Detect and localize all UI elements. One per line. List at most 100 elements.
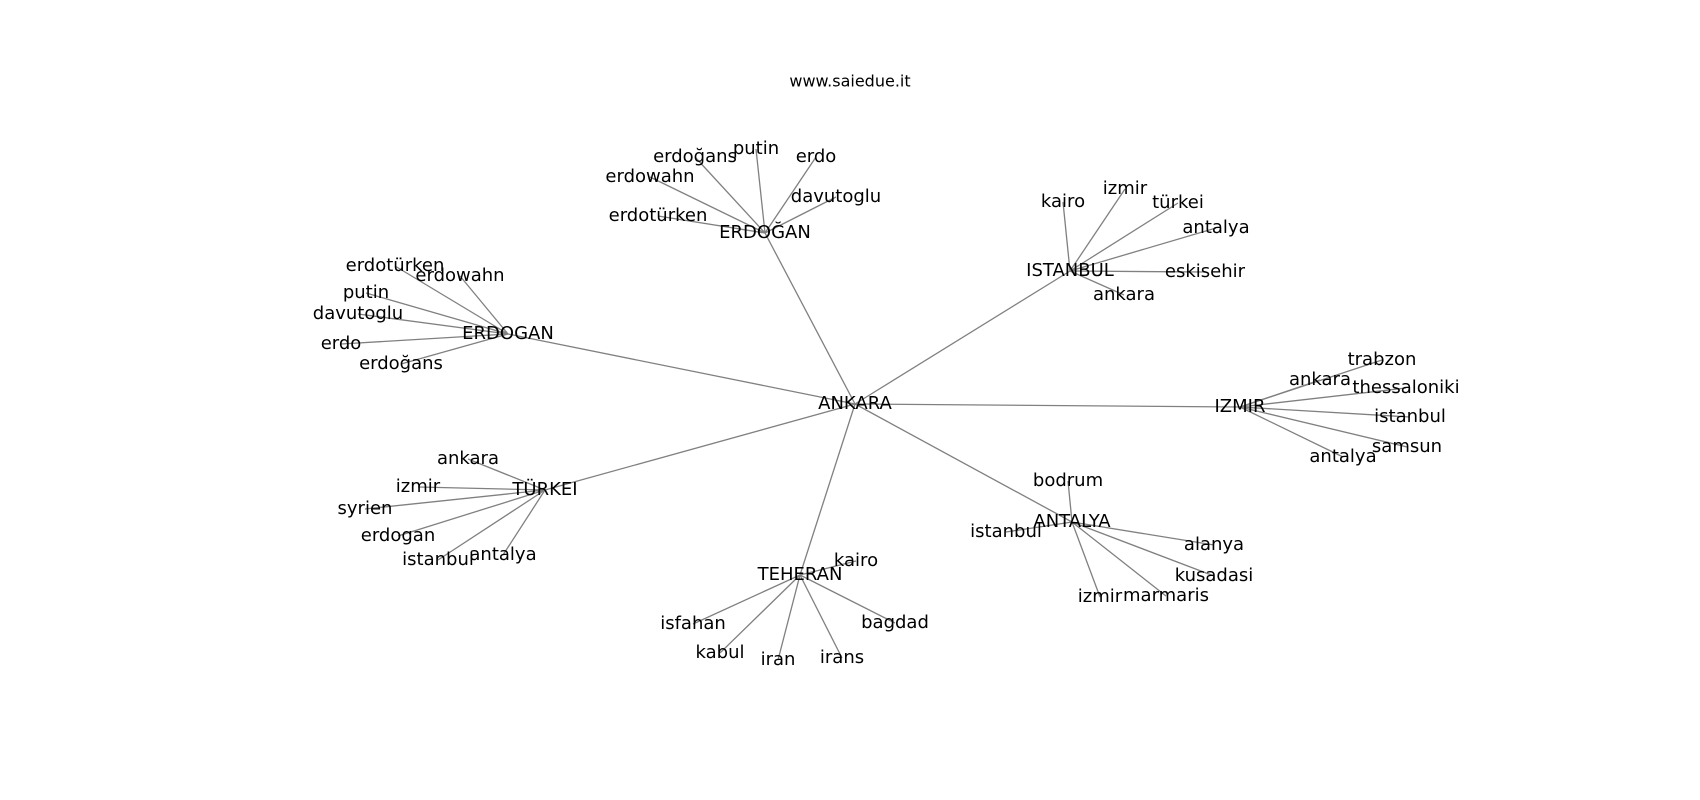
leaf-node-label: syrien — [338, 498, 393, 519]
edge-hub-leaf — [502, 489, 546, 556]
edge-hub-leaf — [657, 215, 766, 234]
site-title: www.saiedue.it — [789, 72, 910, 91]
leaf-node-label: trabzon — [1348, 349, 1417, 370]
edge-hub-leaf — [437, 489, 546, 561]
edge-hub-leaf — [764, 156, 817, 234]
leaf-node-label: ankara — [437, 448, 499, 469]
leaf-node-label: kusadasi — [1175, 565, 1254, 586]
leaf-node-label: kairo — [834, 550, 878, 571]
edge-root-hub — [764, 232, 856, 405]
edge-hub-leaf — [459, 275, 509, 335]
hub-node-label: ERDOGAN — [462, 323, 554, 344]
edge-hub-leaf — [1071, 521, 1101, 598]
leaf-node-label: erdo — [796, 146, 837, 167]
edge-hub-leaf — [394, 265, 509, 335]
leaf-node-label: alanya — [1184, 534, 1244, 555]
edge-hub-leaf — [755, 148, 766, 234]
edge-hub-leaf — [649, 176, 766, 234]
leaf-node-label: izmir — [396, 476, 441, 497]
edge-hub-leaf — [365, 292, 509, 335]
leaf-node-label: antalya — [1309, 446, 1376, 467]
edge-root-hub — [854, 403, 1241, 408]
edge-hub-leaf — [1239, 406, 1408, 448]
edge-hub-leaf — [799, 560, 857, 576]
edge-hub-leaf — [1239, 406, 1344, 458]
leaf-node-label: izmir — [1103, 178, 1148, 199]
edge-hub-leaf — [777, 574, 801, 661]
leaf-node-label: erdogan — [361, 525, 435, 546]
leaf-node-label: samsun — [1372, 436, 1442, 457]
leaf-node-label: irans — [820, 647, 864, 668]
leaf-node-label: türkei — [1152, 192, 1204, 213]
edge-hub-leaf — [397, 489, 546, 537]
leaf-node-label: marmaris — [1123, 585, 1209, 606]
edge-hub-leaf — [1069, 202, 1179, 272]
leaf-node-label: istanbul — [1374, 406, 1446, 427]
leaf-node-label: erdoğans — [653, 146, 737, 167]
leaf-node-label: putin — [343, 282, 389, 303]
leaf-node-label: davutoglu — [791, 186, 881, 207]
edge-hub-leaf — [1071, 521, 1215, 577]
edge-hub-leaf — [799, 574, 843, 659]
leaf-node-label: erdoğans — [359, 353, 443, 374]
leaf-node-label: erdotürken — [346, 255, 445, 276]
edge-hub-leaf — [1069, 227, 1217, 272]
leaf-node-label: ankara — [1093, 284, 1155, 305]
edge-hub-leaf — [764, 196, 837, 234]
edge-hub-leaf — [1071, 521, 1215, 546]
edge-hub-leaf — [1239, 387, 1407, 408]
leaf-node-label: iran — [761, 649, 796, 670]
leaf-node-label: davutoglu — [313, 303, 403, 324]
hub-node-label: ISTANBUL — [1026, 260, 1114, 281]
edge-root-hub — [854, 270, 1071, 405]
leaf-node-label: thessaloniki — [1352, 377, 1459, 398]
leaf-node-label: izmir — [1078, 586, 1123, 607]
hub-node-label: TÜRKEI — [511, 478, 577, 500]
edge-root-hub — [507, 333, 856, 405]
hub-node-label: TEHERAN — [757, 564, 843, 585]
hub-node-label: IZMIR — [1215, 396, 1266, 417]
edge-hub-leaf — [1071, 521, 1167, 597]
edge-hub-leaf — [1069, 270, 1125, 296]
leaf-node-label: kabul — [696, 642, 745, 663]
edge-hub-leaf — [340, 333, 509, 345]
edge-hub-leaf — [417, 486, 546, 491]
leaf-node-label: erdo — [321, 333, 362, 354]
edge-hub-leaf — [692, 574, 801, 625]
edge-root-hub — [544, 403, 856, 491]
leaf-node-label: istanbul — [970, 521, 1042, 542]
leaf-node-label: bodrum — [1033, 470, 1103, 491]
leaf-node-label: antalya — [469, 544, 536, 565]
graph-edges — [340, 148, 1411, 661]
edge-root-hub — [799, 403, 856, 576]
leaf-node-label: antalya — [1182, 217, 1249, 238]
edge-hub-leaf — [1067, 480, 1073, 523]
leaf-node-label: eskisehir — [1165, 261, 1246, 282]
leaf-node-label: isfahan — [660, 613, 726, 634]
hub-node-label: ERDOĞAN — [719, 221, 811, 243]
leaf-node-label: bagdad — [861, 612, 929, 633]
edge-hub-leaf — [1239, 406, 1411, 418]
leaf-node-label: ankara — [1289, 369, 1351, 390]
edge-hub-leaf — [799, 574, 896, 624]
leaf-node-label: erdotürken — [609, 205, 708, 226]
leaf-node-label: putin — [733, 138, 779, 159]
hub-node-label: ANTALYA — [1033, 511, 1111, 532]
edge-hub-leaf — [357, 313, 509, 335]
edge-hub-leaf — [1005, 521, 1073, 533]
edge-root-hub — [854, 403, 1073, 523]
graph-labels: www.saiedue.it ANKARAERDOĞANerdoğansputi… — [313, 72, 1460, 671]
leaf-node-label: kairo — [1041, 191, 1085, 212]
root-node-label: ANKARA — [818, 393, 892, 414]
leaf-node-label: istanbul — [402, 549, 474, 570]
edge-hub-leaf — [1069, 270, 1206, 273]
edge-hub-leaf — [1069, 188, 1126, 272]
edge-hub-leaf — [1062, 201, 1071, 272]
leaf-node-label: erdowahn — [605, 166, 694, 187]
edge-hub-leaf — [694, 156, 766, 234]
leaf-node-label: erdowahn — [415, 265, 504, 286]
edge-hub-leaf — [719, 574, 801, 654]
edge-hub-leaf — [467, 458, 546, 491]
edge-hub-leaf — [1239, 379, 1321, 408]
